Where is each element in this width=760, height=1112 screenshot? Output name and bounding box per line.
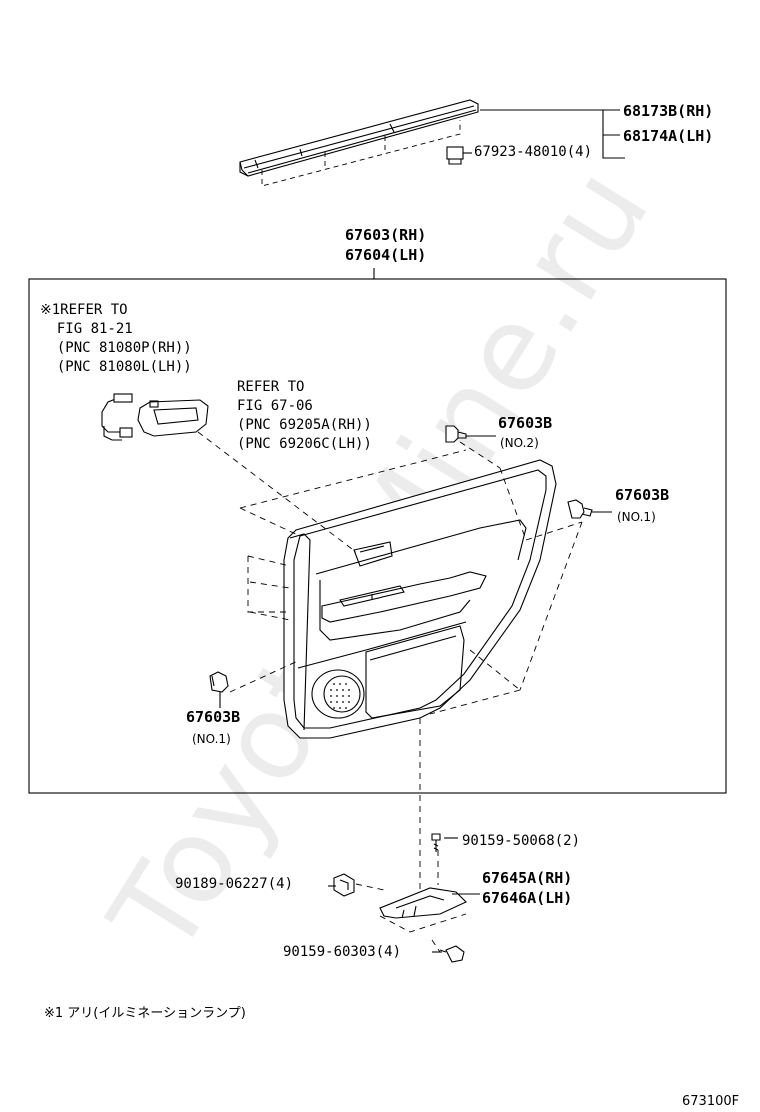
label-no1-right: (NO.1): [617, 510, 656, 524]
label-68174a: 68174A(LH): [623, 127, 714, 145]
door-board-box: [28, 278, 727, 794]
label-no2: (NO.2): [500, 436, 539, 450]
speaker-grille: [330, 683, 350, 709]
label-90189-06227: 90189-06227(4): [175, 876, 294, 892]
label-68173b: 68173B(RH): [623, 102, 714, 120]
bracket-67645: [379, 887, 467, 919]
door-trim-panel: [283, 459, 557, 739]
courtesy-lamp: [137, 399, 209, 437]
label-90159-60303: 90159-60303(4): [283, 944, 402, 960]
note-refer-fig-81-21: ※1REFER TO FIG 81-21 (PNC 81080P(RH)) (P…: [40, 302, 192, 375]
clip-no1-left: [209, 671, 229, 693]
clip-67923: [446, 146, 464, 165]
lamp-harness: [101, 393, 133, 441]
label-67646a: 67646A(LH): [482, 889, 573, 907]
label-67604-lh: 67604(LH): [345, 246, 427, 264]
footnote: ※1 アリ(イルミネーションランプ): [44, 1006, 246, 1021]
note-refer-fig-67-06: REFER TO FIG 67-06 (PNC 69205A(RH)) (PNC…: [237, 379, 372, 452]
label-90159-50068: 90159-50068(2): [462, 833, 581, 849]
label-no1-left: (NO.1): [192, 732, 231, 746]
clip-no2: [445, 425, 467, 443]
figure-code: 673100F: [682, 1094, 740, 1109]
label-67603b-no2: 67603B: [498, 414, 553, 432]
screw-90159-50068: [431, 833, 441, 852]
label-67603b-no1-left: 67603B: [186, 708, 241, 726]
label-67603b-no1-right: 67603B: [615, 486, 670, 504]
weatherstrip-moulding: [239, 99, 479, 177]
label-67645a: 67645A(RH): [482, 869, 573, 887]
label-67603-rh: 67603(RH): [345, 226, 427, 244]
screw-90159-60303: [439, 945, 465, 963]
label-67923: 67923-48010(4): [474, 144, 593, 160]
nut-90189: [333, 873, 355, 897]
clip-no1-right: [567, 499, 593, 519]
